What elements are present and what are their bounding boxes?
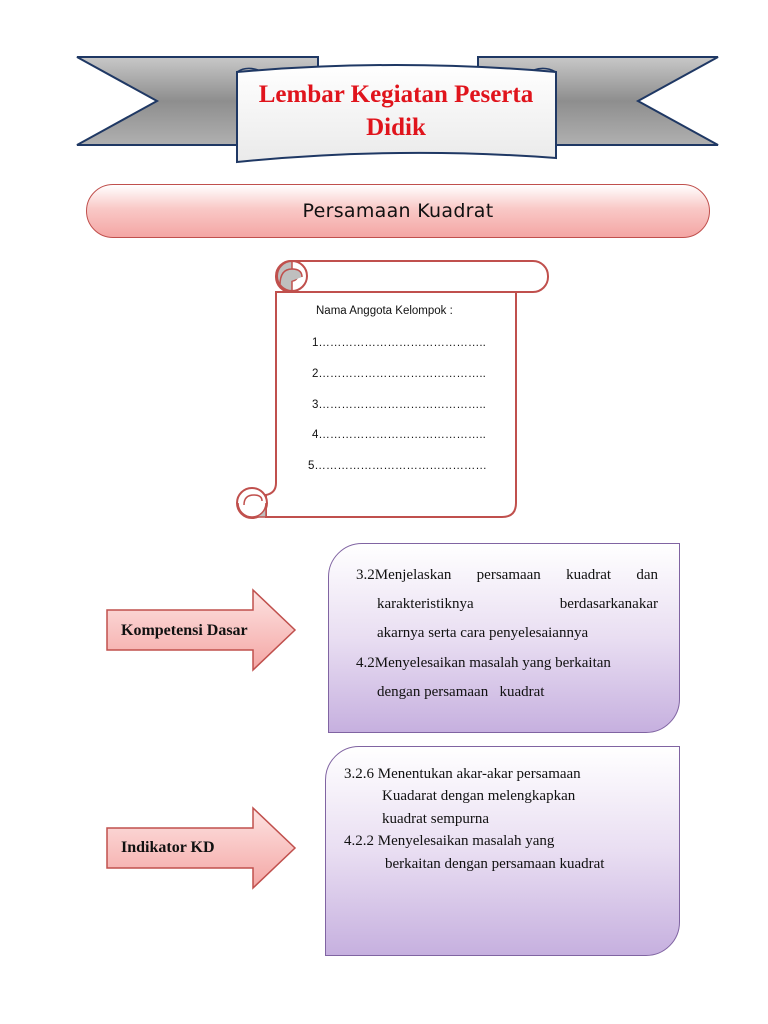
members-scroll <box>236 260 549 519</box>
members-heading: Nama Anggota Kelompok : <box>316 305 453 317</box>
kompetensi-dasar-arrow <box>106 588 297 672</box>
indikator-kd-box <box>325 746 680 956</box>
kd-line-4: 4.2Menyelesaikan masalah yang berkaitan <box>356 655 611 671</box>
banner-center <box>236 64 557 164</box>
ind-line-2: Kuadarat dengan melengkapkan <box>382 788 576 804</box>
ind-line-1: 3.2.6 Menentukan akar-akar persamaan <box>344 766 581 782</box>
ind-line-5: berkaitan dengan persamaan kuadrat <box>385 856 605 872</box>
ind-line-4: 4.2.2 Menyelesaikan masalah yang <box>344 833 555 849</box>
member-line-3: 3…………………………………….. <box>312 399 486 411</box>
indikator-kd-arrow <box>106 806 297 890</box>
worksheet-title: Lembar Kegiatan Peserta Didik <box>240 78 552 144</box>
worksheet-title-line2: Didik <box>366 114 426 141</box>
indikator-kd-label: Indikator KD <box>121 839 215 856</box>
kd-line-2: karakteristiknya berdasarkanakar <box>377 596 658 612</box>
member-line-5: 5……………………………………… <box>308 460 487 472</box>
topic-title: Persamaan Kuadrat <box>302 200 494 222</box>
kd-line-1: 3.2Menjelaskan persamaan kuadrat dan <box>356 567 658 583</box>
kd-line-5: dengan persamaan kuadrat <box>377 684 545 700</box>
member-line-4: 4…………………………………….. <box>312 429 486 441</box>
topic-pill <box>86 184 710 238</box>
kompetensi-dasar-label: Kompetensi Dasar <box>121 622 248 639</box>
member-line-1: 1…………………………………….. <box>312 337 486 349</box>
kompetensi-dasar-box <box>328 543 680 733</box>
worksheet-title-line1: Lembar Kegiatan Peserta <box>258 81 534 108</box>
member-line-2: 2…………………………………….. <box>312 368 486 380</box>
banner-ribbon <box>76 56 719 164</box>
kd-line-3: akarnya serta cara penyelesaiannya <box>377 625 589 641</box>
ind-line-3: kuadrat sempurna <box>382 811 490 827</box>
